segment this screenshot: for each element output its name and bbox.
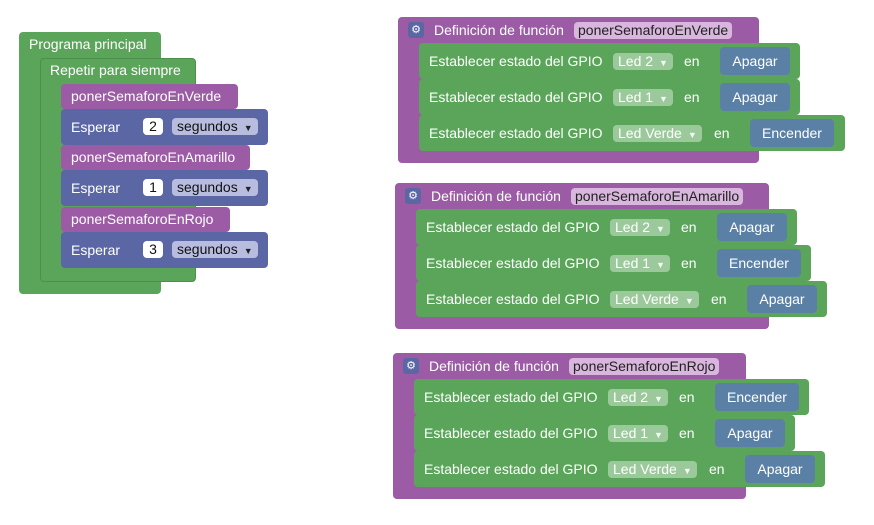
chevron-down-icon: ▼ (243, 123, 253, 133)
led-dropdown[interactable]: Led 1 ▼ (610, 255, 670, 272)
call-label: ponerSemaforoEnAmarillo (71, 149, 236, 165)
led-value: Led Verde (613, 461, 677, 477)
led-dropdown[interactable]: Led Verde ▼ (608, 461, 697, 478)
en-label: en (684, 89, 700, 105)
state-value[interactable]: Apagar (717, 213, 787, 241)
chevron-down-icon: ▼ (243, 184, 253, 194)
en-label: en (711, 291, 727, 307)
chevron-down-icon: ▼ (656, 224, 665, 234)
repeat-forever-label: Repetir para siempre (50, 62, 181, 78)
wait-label: Esperar (71, 180, 121, 196)
led-value: Led 2 (615, 219, 651, 235)
chevron-down-icon: ▼ (656, 260, 665, 270)
gpio-label: Establecer estado del GPIO (424, 461, 598, 477)
en-label: en (679, 425, 695, 441)
gear-icon[interactable]: ⚙ (408, 22, 424, 38)
wait-label: Esperar (71, 242, 121, 258)
call-block-rojo[interactable] (61, 207, 230, 232)
gear-icon[interactable]: ⚙ (405, 188, 421, 204)
led-dropdown[interactable]: Led 1 ▼ (613, 89, 673, 106)
led-value: Led 2 (618, 53, 654, 69)
gpio-label: Establecer estado del GPIO (429, 89, 603, 105)
led-dropdown[interactable]: Led 1 ▼ (608, 425, 668, 442)
function-def-label: Definición de función (434, 22, 564, 38)
chevron-down-icon: ▼ (684, 296, 694, 306)
led-dropdown[interactable]: Led 2 ▼ (613, 53, 673, 70)
gpio-label: Establecer estado del GPIO (424, 389, 598, 405)
main-program-title: Programa principal (29, 36, 147, 52)
en-label: en (709, 461, 725, 477)
wait-value-input[interactable]: 1 (143, 179, 163, 196)
led-value: Led Verde (618, 125, 682, 141)
chevron-down-icon: ▼ (687, 130, 697, 140)
state-value[interactable]: Apagar (715, 419, 785, 447)
wait-label: Esperar (71, 119, 121, 135)
state-value[interactable]: Encender (715, 383, 799, 411)
function-def-label: Definición de función (429, 358, 559, 374)
wait-unit-dropdown[interactable]: segundos ▼ (172, 241, 258, 258)
wait-value-input[interactable]: 2 (143, 118, 163, 135)
led-value: Led 1 (615, 255, 651, 271)
wait-unit-dropdown[interactable]: segundos ▼ (172, 118, 258, 135)
chevron-down-icon: ▼ (659, 94, 668, 104)
wait-unit-value: segundos (177, 241, 238, 257)
led-dropdown[interactable]: Led Verde ▼ (613, 125, 702, 142)
led-value: Led 2 (613, 389, 649, 405)
gear-icon[interactable]: ⚙ (403, 358, 419, 374)
gpio-label: Establecer estado del GPIO (424, 425, 598, 441)
gpio-label: Establecer estado del GPIO (429, 125, 603, 141)
led-dropdown[interactable]: Led 2 ▼ (610, 219, 670, 236)
en-label: en (681, 219, 697, 235)
function-name-field[interactable]: ponerSemaforoEnAmarillo (571, 188, 744, 205)
state-value[interactable]: Apagar (720, 83, 790, 111)
function-def-label: Definición de función (431, 188, 561, 204)
state-value[interactable]: Apagar (720, 47, 790, 75)
state-value[interactable]: Apagar (747, 285, 817, 313)
call-block-amarillo[interactable] (61, 145, 250, 170)
led-value: Led 1 (613, 425, 649, 441)
call-label: ponerSemaforoEnRojo (71, 211, 214, 227)
led-value: Led 1 (618, 89, 654, 105)
function-name-field[interactable]: ponerSemaforoEnVerde (574, 22, 733, 39)
call-block-verde[interactable] (61, 84, 238, 109)
led-dropdown[interactable]: Led 2 ▼ (608, 389, 668, 406)
state-value[interactable]: Apagar (745, 455, 815, 483)
wait-value-input[interactable]: 3 (143, 241, 163, 258)
wait-unit-value: segundos (177, 118, 238, 134)
en-label: en (714, 125, 730, 141)
state-value[interactable]: Encender (717, 249, 801, 277)
wait-unit-value: segundos (177, 179, 238, 195)
gpio-label: Establecer estado del GPIO (426, 219, 600, 235)
chevron-down-icon: ▼ (659, 58, 668, 68)
en-label: en (684, 53, 700, 69)
en-label: en (679, 389, 695, 405)
chevron-down-icon: ▼ (654, 394, 663, 404)
call-label: ponerSemaforoEnVerde (71, 88, 222, 104)
gpio-label: Establecer estado del GPIO (426, 291, 600, 307)
chevron-down-icon: ▼ (654, 430, 663, 440)
gpio-label: Establecer estado del GPIO (429, 53, 603, 69)
en-label: en (681, 255, 697, 271)
gpio-label: Establecer estado del GPIO (426, 255, 600, 271)
state-value[interactable]: Encender (750, 119, 834, 147)
led-value: Led Verde (615, 291, 679, 307)
wait-unit-dropdown[interactable]: segundos ▼ (172, 179, 258, 196)
chevron-down-icon: ▼ (243, 246, 253, 256)
function-name-field[interactable]: ponerSemaforoEnRojo (569, 358, 720, 375)
chevron-down-icon: ▼ (682, 466, 692, 476)
led-dropdown[interactable]: Led Verde ▼ (610, 291, 699, 308)
